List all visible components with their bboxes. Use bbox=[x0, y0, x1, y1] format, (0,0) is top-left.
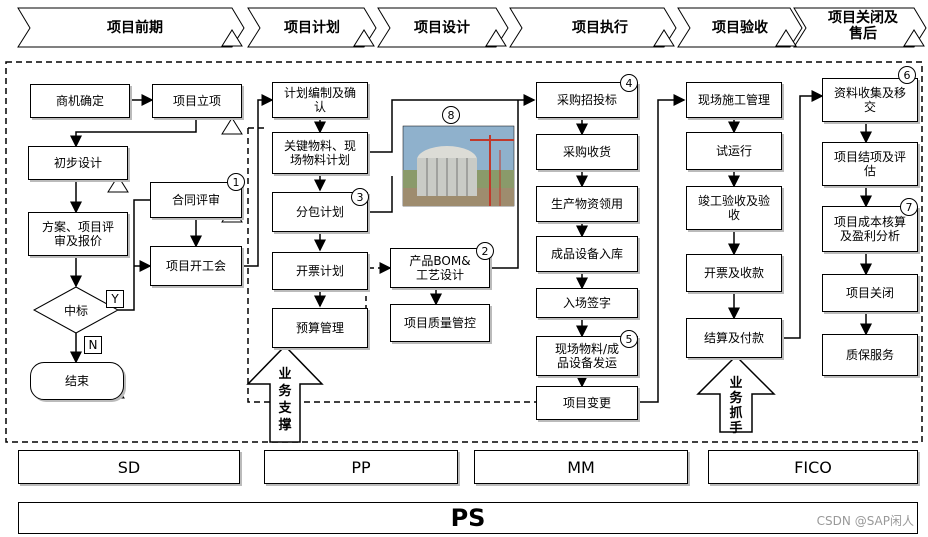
support-region bbox=[247, 128, 640, 403]
phase-label-plan: 项目计划 bbox=[284, 20, 340, 36]
grasp-arrow-label: 业 务 抓 手 bbox=[729, 376, 743, 436]
box-material-issue: 生产物资领用 bbox=[536, 186, 638, 222]
badge-6: 6 bbox=[898, 66, 916, 84]
box-warranty: 质保服务 bbox=[822, 334, 918, 376]
badge-4: 4 bbox=[620, 74, 638, 92]
box-contract-review: 合同评审 bbox=[150, 182, 242, 218]
support-arrow-shape bbox=[246, 344, 324, 443]
phase-chevron-close bbox=[793, 7, 927, 48]
box-opportunity: 商机确定 bbox=[30, 84, 130, 118]
box-quality-ctrl: 项目质量管控 bbox=[390, 304, 490, 342]
box-project-closing-eval: 项目结项及评 估 bbox=[822, 142, 918, 186]
status-triangle bbox=[221, 29, 243, 47]
box-budget-mgmt: 预算管理 bbox=[272, 308, 368, 348]
box-bom-design: 产品BOM& 工艺设计 bbox=[390, 248, 490, 288]
phase-chevron-exec bbox=[509, 7, 677, 48]
box-settlement: 结算及付款 bbox=[686, 318, 782, 358]
module-mm: MM bbox=[474, 450, 688, 484]
box-project-close: 项目关闭 bbox=[822, 274, 918, 312]
platform-ps: PS bbox=[18, 502, 918, 534]
box-end: 结束 bbox=[30, 362, 124, 400]
box-cost-accounting: 项目成本核算 及盈利分析 bbox=[822, 206, 918, 252]
grasp-arrow-shape bbox=[696, 354, 776, 433]
scope-frame bbox=[5, 61, 923, 443]
badge-2: 2 bbox=[476, 242, 494, 260]
connectors-accept bbox=[728, 90, 824, 339]
phase-label-close: 项目关闭及 售后 bbox=[828, 10, 898, 42]
badge-7: 7 bbox=[900, 198, 918, 216]
status-triangle bbox=[485, 29, 507, 47]
decision-label: 中标 bbox=[63, 304, 88, 318]
box-material-plan: 关键物料、现 场物料计划 bbox=[272, 132, 368, 174]
connectors-plan bbox=[314, 94, 536, 308]
phase-label-design: 项目设计 bbox=[414, 20, 470, 36]
phase-chevron-plan bbox=[247, 7, 377, 48]
phase-label-exec: 项目执行 bbox=[572, 20, 628, 36]
phase-label-accept: 项目验收 bbox=[712, 20, 768, 36]
badge-5: 5 bbox=[620, 330, 638, 348]
phase-chevron-pre bbox=[17, 7, 245, 48]
status-triangle bbox=[353, 29, 375, 47]
box-completion-accept: 竣工验收及验 收 bbox=[686, 186, 782, 230]
badge-1: 1 bbox=[227, 173, 245, 191]
box-site-sign: 入场签字 bbox=[536, 288, 638, 318]
box-invoice-collect: 开票及收款 bbox=[686, 254, 782, 292]
badge-3: 3 bbox=[351, 188, 369, 206]
status-triangle bbox=[775, 29, 797, 47]
box-project-init: 项目立项 bbox=[152, 84, 242, 118]
box-proposal: 方案、项目评 审及报价 bbox=[28, 212, 128, 256]
branch-yes-label: Y bbox=[106, 290, 124, 308]
box-plan-confirm: 计划编制及确 认 bbox=[272, 82, 368, 118]
watermark: CSDN @SAP闲人 bbox=[816, 514, 914, 528]
phase-chevrons bbox=[17, 7, 927, 48]
support-arrow-label: 业 务 支 撑 bbox=[278, 367, 292, 433]
phase-chevron-accept bbox=[677, 7, 803, 48]
box-trial-run: 试运行 bbox=[686, 132, 782, 170]
phase-label-pre: 项目前期 bbox=[107, 20, 163, 36]
box-finished-inbound: 成品设备入库 bbox=[536, 236, 638, 272]
box-project-change: 项目变更 bbox=[536, 386, 638, 420]
module-sd: SD bbox=[18, 450, 240, 484]
status-triangle bbox=[107, 175, 129, 193]
branch-no-label: N bbox=[84, 336, 102, 354]
construction-photo bbox=[402, 125, 515, 207]
phase-chevron-design bbox=[377, 7, 509, 48]
box-prelim-design: 初步设计 bbox=[28, 146, 128, 180]
box-project-start: 项目开工会 bbox=[150, 246, 242, 286]
decision-diamond bbox=[32, 286, 120, 334]
badge-8: 8 bbox=[442, 106, 460, 124]
connectors-pre bbox=[70, 94, 274, 364]
status-triangle bbox=[221, 117, 243, 135]
box-invoice-plan: 开票计划 bbox=[272, 252, 368, 290]
module-pp: PP bbox=[264, 450, 458, 484]
box-doc-handover: 资料收集及移 交 bbox=[822, 78, 918, 122]
status-triangle bbox=[903, 29, 925, 47]
box-site-construction: 现场施工管理 bbox=[686, 82, 782, 118]
box-purchase-receipt: 采购收货 bbox=[536, 134, 638, 170]
connectors-exec bbox=[576, 94, 686, 403]
module-fico: FICO bbox=[708, 450, 918, 484]
status-triangle bbox=[653, 29, 675, 47]
